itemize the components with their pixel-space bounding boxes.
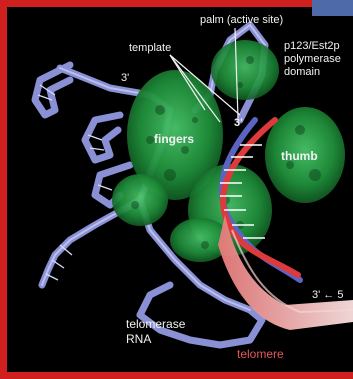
- domain-label: domain: [284, 66, 320, 79]
- thumb-label: thumb: [281, 150, 318, 163]
- fingers-domain-lobe: [112, 174, 168, 226]
- fingers-label: fingers: [154, 133, 194, 146]
- p123-label: p123/Est2p: [284, 40, 340, 53]
- template-label: template: [129, 42, 171, 55]
- three-prime-label-duplex: 3': [234, 117, 243, 130]
- telomerase-rna-label-line2: RNA: [126, 333, 151, 346]
- frame-bottom: [0, 372, 353, 379]
- palm-active-site-label: palm (active site): [200, 14, 283, 27]
- strand-direction-label: 3' ← 5: [312, 289, 343, 302]
- palm-domain-top: [211, 40, 279, 100]
- polymerase-label: polymerase: [284, 53, 341, 66]
- telomere-label: telomere: [237, 348, 284, 361]
- telomerase-rna-label: telomerase: [126, 318, 185, 331]
- three-prime-label-template: 3': [121, 72, 129, 85]
- corner-patch: [312, 0, 353, 16]
